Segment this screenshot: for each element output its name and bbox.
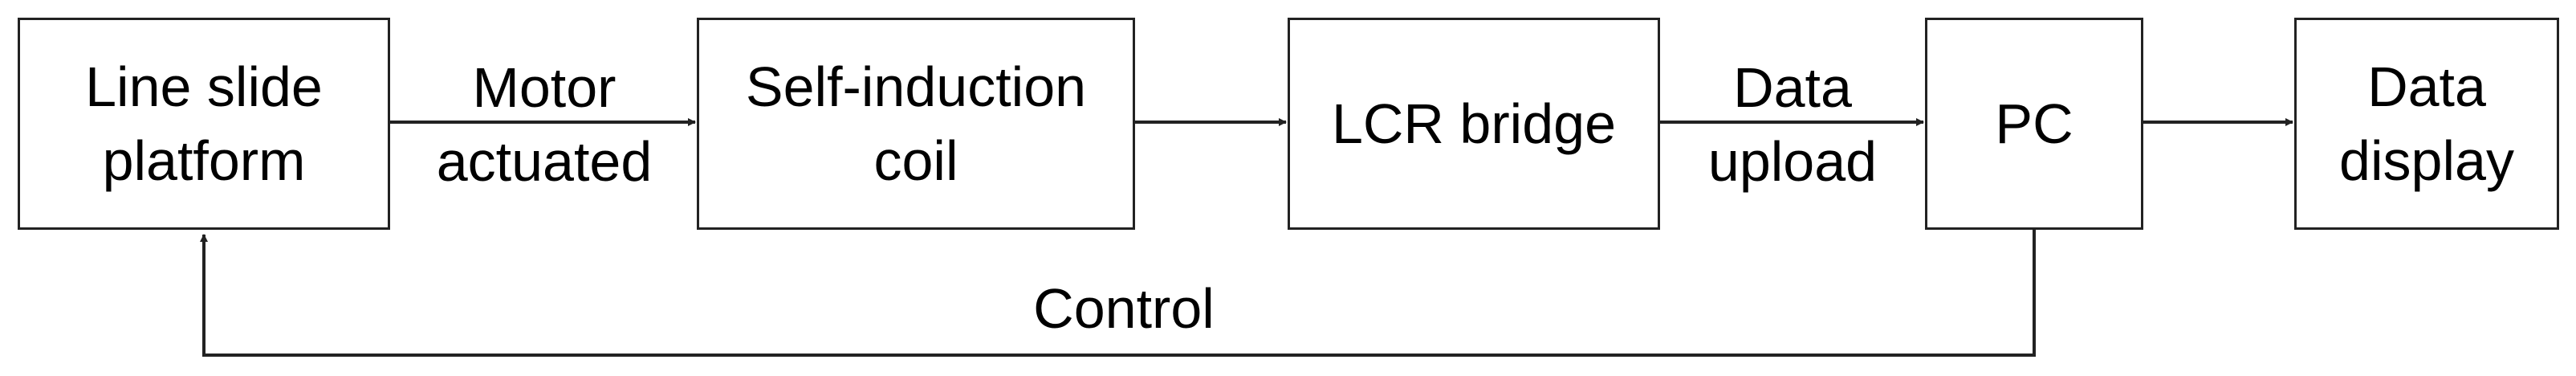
control-label-text: Control xyxy=(1033,277,1215,340)
self-induction-coil-label-line1: Self-induction xyxy=(745,55,1087,118)
data-display-label-line1: Data xyxy=(2367,55,2486,118)
pc-box: PC xyxy=(1925,18,2143,230)
data-display-label-line2: display xyxy=(2339,129,2514,192)
motor-actuated-label: Motor actuated xyxy=(401,48,687,201)
pc-label: PC xyxy=(1995,92,2073,155)
data-upload-label-line2: upload xyxy=(1707,130,1878,193)
arrow-pc-to-platform-control xyxy=(200,230,2036,357)
data-upload-label: Data upload xyxy=(1668,48,1917,201)
line-slide-platform-label-line2: platform xyxy=(102,129,306,192)
data-display-box: Data display xyxy=(2294,18,2559,230)
lcr-bridge-box: LCR bridge xyxy=(1288,18,1660,230)
control-label: Control xyxy=(963,272,1284,345)
motor-actuated-label-line2: actuated xyxy=(436,130,653,193)
lcr-bridge-label: LCR bridge xyxy=(1331,92,1617,155)
line-slide-platform-label-line1: Line slide xyxy=(85,55,323,118)
line-slide-platform-box: Line slide platform xyxy=(18,18,390,230)
self-induction-coil-label-line2: coil xyxy=(873,129,958,192)
motor-actuated-label-line1: Motor xyxy=(472,56,617,119)
data-upload-label-line1: Data xyxy=(1733,56,1852,119)
self-induction-coil-box: Self-induction coil xyxy=(697,18,1135,230)
